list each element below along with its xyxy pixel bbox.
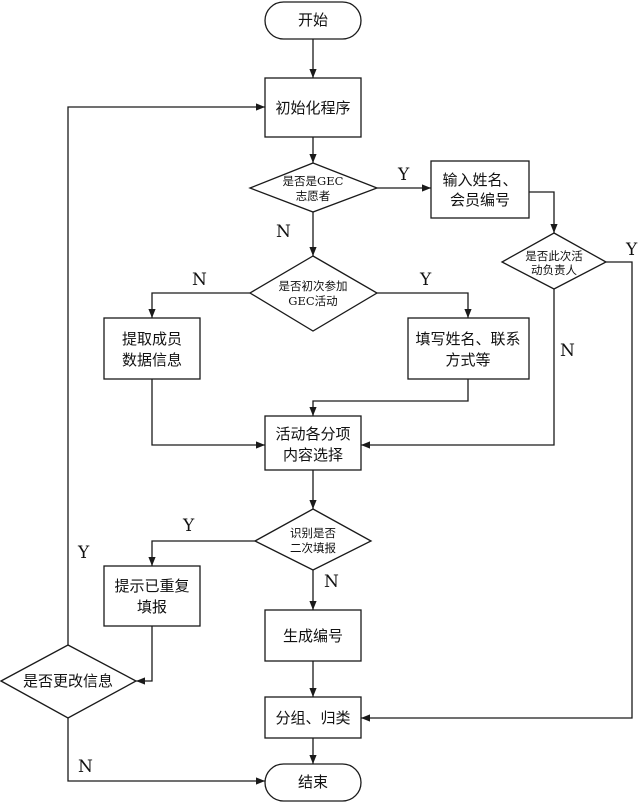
group-label: 分组、归类 bbox=[275, 709, 350, 727]
first-time-decision: 是否初次参加 GEC活动 bbox=[248, 255, 379, 332]
select-items-label-2: 内容选择 bbox=[283, 446, 343, 464]
fetch-info-label-1: 提取成员 bbox=[122, 330, 182, 348]
dup-yes-label: Y bbox=[182, 516, 195, 536]
first-no-label: N bbox=[192, 270, 207, 290]
modify-no-label: N bbox=[78, 757, 93, 777]
start-node: 开始 bbox=[264, 1, 362, 40]
edge-fetch-select bbox=[151, 379, 265, 449]
is-gec-label-1: 是否是GEC bbox=[283, 174, 344, 188]
edge-input-leader bbox=[529, 191, 558, 233]
is-leader-label-2: 动负责人 bbox=[531, 263, 577, 277]
fetch-info-label-2: 数据信息 bbox=[122, 351, 182, 369]
input-name-node: 输入姓名、 会员编号 bbox=[430, 160, 530, 219]
leader-no-label: N bbox=[560, 341, 575, 361]
init-node: 初始化程序 bbox=[264, 77, 362, 138]
edge-warn-modify bbox=[136, 626, 153, 685]
fill-contact-node: 填写姓名、联系 方式等 bbox=[407, 317, 530, 380]
edge-first-no-fetch bbox=[148, 292, 250, 318]
input-name-label-1: 输入姓名、 bbox=[442, 171, 517, 189]
gec-no-label: N bbox=[276, 222, 291, 242]
edges bbox=[67, 39, 633, 785]
is-gec-decision: 是否是GEC 志愿者 bbox=[248, 162, 379, 213]
fill-contact-label-2: 方式等 bbox=[445, 351, 490, 369]
first-yes-label: Y bbox=[419, 270, 432, 290]
edge-fill-select bbox=[309, 379, 469, 416]
fill-contact-label-1: 填写姓名、联系 bbox=[415, 330, 520, 348]
warn-duplicate-label-1: 提示已重复 bbox=[114, 577, 189, 595]
select-items-node: 活动各分项 内容选择 bbox=[264, 415, 362, 471]
modify-info-decision: 是否更改信息 bbox=[0, 644, 138, 719]
dup-no-label: N bbox=[324, 572, 339, 592]
warn-duplicate-node: 提示已重复 填报 bbox=[103, 565, 201, 627]
edge-modify-no-end bbox=[67, 718, 265, 785]
duplicate-label-2: 二次填报 bbox=[290, 541, 336, 555]
gen-number-node: 生成编号 bbox=[264, 609, 362, 662]
init-label: 初始化程序 bbox=[275, 99, 350, 117]
gen-number-label: 生成编号 bbox=[283, 627, 343, 645]
start-label: 开始 bbox=[298, 11, 328, 29]
select-items-label-1: 活动各分项 bbox=[275, 425, 350, 443]
modify-info-label: 是否更改信息 bbox=[23, 672, 113, 690]
edge-leader-no-select bbox=[361, 289, 555, 449]
is-gec-label-2: 志愿者 bbox=[296, 189, 331, 203]
duplicate-label-1: 识别是否 bbox=[290, 526, 336, 540]
warn-duplicate-label-2: 填报 bbox=[137, 598, 167, 616]
end-node: 结束 bbox=[264, 763, 362, 802]
edge-modify-yes-init bbox=[67, 103, 265, 645]
first-time-label-1: 是否初次参加 bbox=[279, 279, 348, 293]
group-node: 分组、归类 bbox=[264, 696, 362, 739]
edge-leader-yes-group bbox=[361, 261, 633, 722]
edge-first-yes-fill bbox=[377, 292, 472, 318]
is-leader-decision: 是否此次活 动负责人 bbox=[500, 232, 608, 290]
input-name-label-2: 会员编号 bbox=[450, 191, 510, 209]
is-leader-label-1: 是否此次活 bbox=[525, 249, 583, 263]
fetch-info-node: 提取成员 数据信息 bbox=[103, 317, 201, 380]
duplicate-decision: 识别是否 二次填报 bbox=[253, 508, 373, 571]
gec-yes-label: Y bbox=[397, 165, 410, 185]
branch-labels: Y N Y N N Y Y N Y N bbox=[77, 165, 638, 777]
modify-yes-label: Y bbox=[77, 543, 90, 563]
end-label: 结束 bbox=[298, 773, 328, 791]
leader-yes-label: Y bbox=[625, 240, 638, 260]
edge-dup-yes-warn bbox=[148, 540, 255, 566]
first-time-label-2: GEC活动 bbox=[288, 294, 337, 308]
